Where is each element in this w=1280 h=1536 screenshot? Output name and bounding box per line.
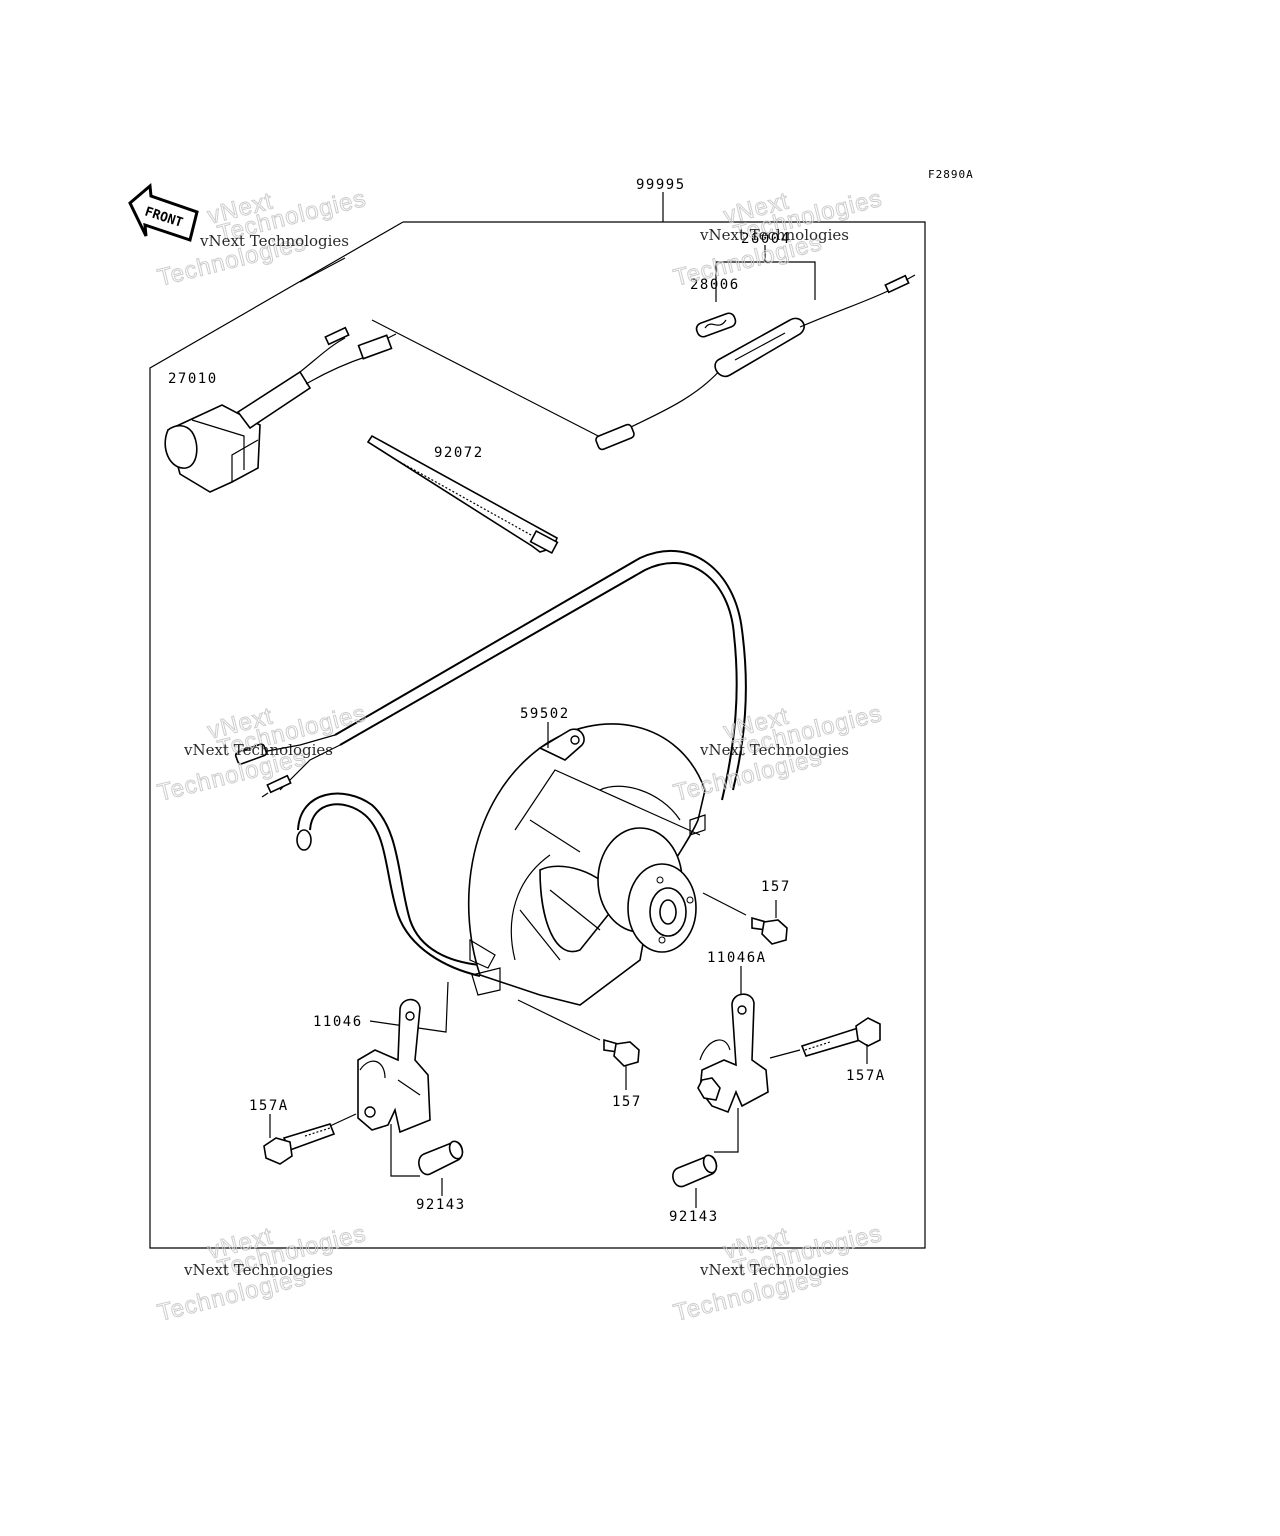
label-long-bolt-left: 157A [249,1098,289,1114]
watermark: vNext Technologies Technologies vNext Te… [154,184,885,1327]
bracket-right-part [697,966,769,1114]
diagram-code: F2890A [928,168,974,181]
label-fuse-holder: 26004 [741,231,791,247]
fan-assy-part [467,722,706,1006]
long-bolt-left-part [263,1113,357,1165]
svg-text:vNext Technologies: vNext Technologies [183,741,333,759]
label-fan-assy: 59502 [520,706,570,722]
label-band: 92072 [434,445,484,461]
switch-part [164,326,397,493]
svg-text:vNext Technologies: vNext Technologies [183,1261,333,1279]
label-collar-left: 92143 [416,1197,466,1213]
bracket-left-part [357,981,449,1134]
kit-boundary [149,192,926,1249]
fuse-holder-part [595,245,916,451]
label-collar-right: 92143 [669,1209,719,1225]
front-arrow-icon: FRONT [128,183,199,242]
harness-boundary [299,257,346,283]
collar-right-part [672,1108,739,1208]
label-bracket-right: 11046A [707,950,767,966]
label-switch: 27010 [168,371,218,387]
hose-part [296,792,481,977]
label-bracket-left: 11046 [313,1014,363,1030]
svg-text:vNext Technologies: vNext Technologies [199,232,349,250]
svg-text:vNext Technologies: vNext Technologies [699,741,849,759]
svg-text:vNext Technologies: vNext Technologies [699,1261,849,1279]
long-bolt-right-part [769,1017,881,1064]
bolt-left-part [517,999,640,1090]
label-long-bolt-right: 157A [846,1068,886,1084]
label-bolt-left: 157 [612,1094,642,1110]
label-fuse: 28006 [690,277,740,293]
wire-harness [234,549,747,801]
collar-left-part [390,1124,464,1196]
band-part [366,434,559,555]
bolt-right-part [702,892,788,945]
label-kit: 99995 [636,177,686,193]
svg-text:vNext Technologies: vNext Technologies [699,226,849,244]
label-bolt-right: 157 [761,879,791,895]
